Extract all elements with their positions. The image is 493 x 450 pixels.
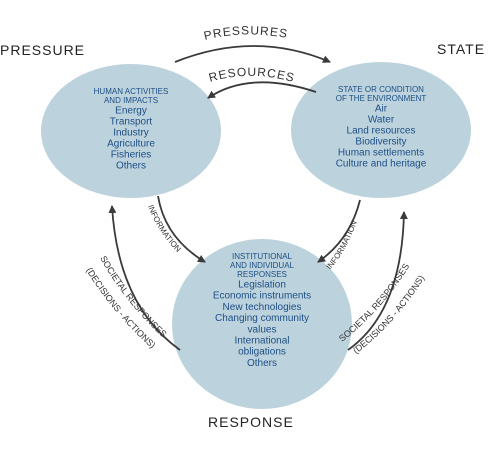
state-node-line: Culture and heritage bbox=[336, 159, 427, 170]
pressure-label: PRESSURE bbox=[0, 42, 86, 58]
response-node-title: AND INDIVIDUAL bbox=[230, 261, 295, 270]
response-node-title: INSTITUTIONAL bbox=[232, 252, 293, 261]
response-node-line: values bbox=[248, 324, 277, 335]
resources-arc-label: RESOURCES bbox=[207, 65, 295, 85]
response-node-line: obligations bbox=[238, 347, 286, 358]
pressure-node-line: Industry bbox=[113, 128, 149, 139]
state-node-line: Air bbox=[375, 104, 388, 115]
response-node-line: New technologies bbox=[223, 302, 302, 313]
response-node-title: RESPONSES bbox=[237, 270, 287, 279]
pressures-arc-label: PRESSURES bbox=[202, 23, 288, 42]
svg-text:INFORMATION: INFORMATION bbox=[325, 219, 359, 271]
information-right-label: INFORMATION bbox=[325, 219, 359, 271]
state-node-line: Water bbox=[368, 115, 395, 126]
svg-text:RESOURCES: RESOURCES bbox=[207, 65, 296, 85]
state-node-line: Biodiversity bbox=[355, 137, 406, 148]
information-left-label: INFORMATION bbox=[146, 204, 183, 254]
state-label: STATE bbox=[437, 41, 486, 57]
pressure-node-line: Fisheries bbox=[111, 150, 152, 161]
resources-arrow bbox=[207, 81, 317, 99]
societal-right-arrow bbox=[347, 211, 408, 351]
response-node-line: Economic instruments bbox=[213, 291, 311, 302]
pressure-node-line: Others bbox=[116, 161, 146, 172]
response-node-line: International bbox=[234, 336, 289, 347]
information-right-arrow bbox=[317, 199, 361, 263]
state-ellipse bbox=[291, 62, 471, 198]
state-node-title: STATE OR CONDITION bbox=[338, 85, 424, 94]
state-node-line: Human settlements bbox=[338, 148, 424, 159]
pressure-node-title: HUMAN ACTIVITIES bbox=[94, 87, 169, 96]
state-node-line: Land resources bbox=[347, 126, 416, 137]
response-ellipse bbox=[172, 239, 352, 409]
pressures-arrow bbox=[174, 45, 331, 63]
svg-text:PRESSURES: PRESSURES bbox=[202, 23, 289, 42]
pressure-node-line: Agriculture bbox=[107, 139, 155, 150]
societal-left-arrow bbox=[108, 205, 181, 351]
response-node-line: Others bbox=[247, 358, 277, 369]
pressure-node-title: AND IMPACTS bbox=[104, 96, 158, 105]
pressure-ellipse bbox=[41, 64, 221, 198]
information-left-arrow bbox=[157, 195, 206, 263]
pressure-node-line: Transport bbox=[110, 117, 153, 128]
state-node-title: OF THE ENVIRONMENT bbox=[336, 94, 427, 103]
response-node-line: Changing community bbox=[215, 313, 309, 324]
svg-text:INFORMATION: INFORMATION bbox=[146, 204, 183, 254]
response-label: RESPONSE bbox=[208, 414, 294, 430]
pressure-node-line: Energy bbox=[115, 106, 147, 117]
response-node-line: Legislation bbox=[238, 280, 286, 291]
